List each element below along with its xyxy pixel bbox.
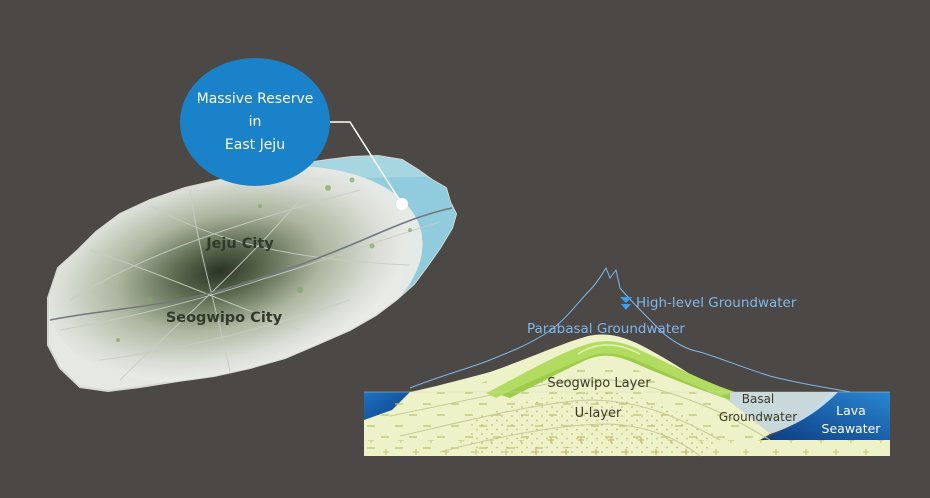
vegetation-patches (116, 177, 412, 342)
hallasan-shading (49, 165, 423, 383)
layer-boundaries (389, 378, 771, 457)
surface-cap (486, 341, 735, 398)
main-highway (49, 207, 453, 321)
callout-line-1: Massive Reserve (196, 90, 314, 107)
east-jeju-marker (396, 198, 408, 210)
callout-line-2: in (248, 113, 262, 130)
jeju-island-map: Jeju City Seogwipo City (47, 154, 458, 393)
callout-line-3: East Jeju (224, 136, 286, 153)
lava-seawater-label-line1: Lava (836, 403, 866, 418)
callout-leader-line (322, 121, 403, 205)
basal-groundwater-label-line2: Groundwater (719, 410, 797, 424)
lava-seawater-label-line2: Seawater (822, 421, 882, 436)
water-table-marker-icon (620, 297, 632, 310)
sea-right-lava-seawater (760, 392, 890, 440)
massive-reserve-callout: Massive Reserve in East Jeju (180, 58, 330, 186)
groundwater-cross-section: High-level Groundwater Parabasal Groundw… (364, 266, 890, 457)
parabasal-groundwater-label: Parabasal Groundwater (527, 321, 685, 337)
seogwipo-city-label: Seogwipo City (166, 310, 283, 326)
seogwipo-layer-label: Seogwipo Layer (547, 376, 651, 391)
basal-groundwater-zone (700, 392, 838, 434)
volcano-profile-line (409, 266, 851, 393)
u-layer-label: U-layer (575, 406, 622, 421)
high-level-groundwater-label: High-level Groundwater (636, 295, 797, 311)
basal-groundwater-label-line1: Basal (742, 392, 775, 406)
road-network (59, 189, 441, 381)
jeju-city-label: Jeju City (205, 236, 274, 252)
